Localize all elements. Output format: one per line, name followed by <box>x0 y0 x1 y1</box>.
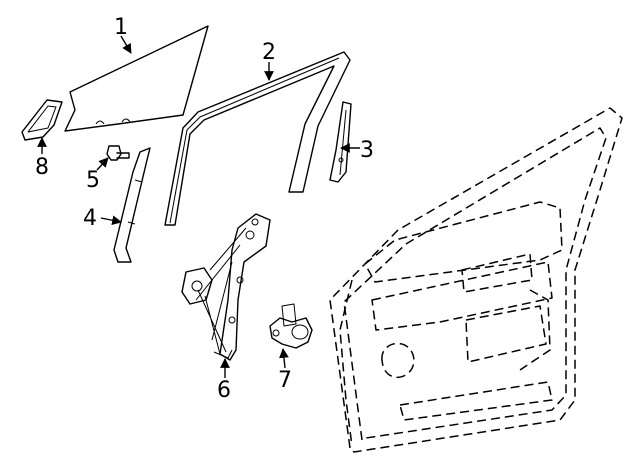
callout-7: 7 <box>278 368 292 393</box>
leader-4 <box>100 215 122 226</box>
callout-1: 1 <box>114 15 128 40</box>
window-regulator <box>181 213 271 361</box>
callout-4: 4 <box>83 206 97 231</box>
callout-6: 6 <box>217 378 231 403</box>
front-channel <box>113 147 151 263</box>
window-motor <box>269 303 313 349</box>
leader-7 <box>279 348 289 369</box>
bolt <box>106 145 130 161</box>
door-panel <box>329 107 623 453</box>
glass-run-channel <box>164 51 351 226</box>
leader-5 <box>96 157 109 171</box>
callout-3: 3 <box>360 138 374 163</box>
callout-labels: 1 2 3 4 5 6 7 8 <box>35 15 374 403</box>
door-glass <box>64 25 209 132</box>
corner-glass <box>21 99 63 141</box>
callout-5: 5 <box>86 168 100 193</box>
rear-channel <box>329 101 352 183</box>
callout-2: 2 <box>262 40 276 65</box>
leader-1 <box>120 35 132 54</box>
callout-8: 8 <box>35 155 49 180</box>
callout-leaders <box>37 35 360 378</box>
